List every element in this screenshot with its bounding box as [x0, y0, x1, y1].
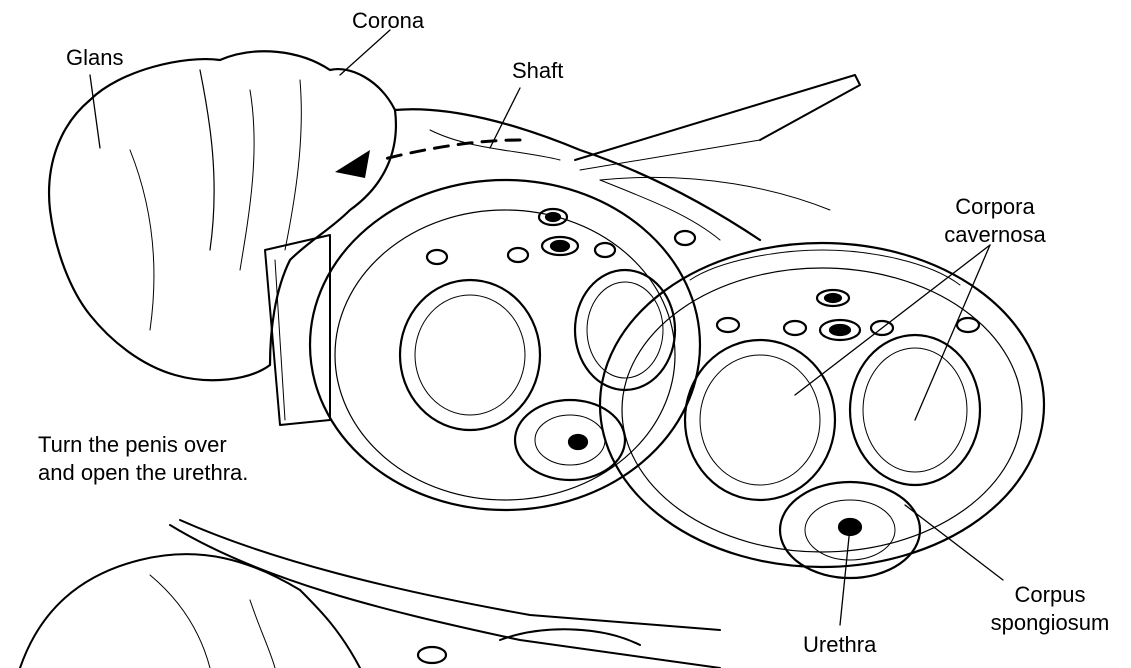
- label-corpus-spongiosum-line1: Corpus: [990, 582, 1110, 608]
- label-corona: Corona: [352, 8, 424, 34]
- scissors-blade: [170, 525, 720, 668]
- leader-corona: [340, 30, 390, 75]
- cross-section-back: [310, 180, 700, 510]
- label-urethra: Urethra: [803, 632, 876, 658]
- turn-arrow: [380, 140, 520, 160]
- leader-glans: [90, 75, 100, 148]
- corpus-cavernosum-left: [685, 340, 835, 500]
- hand-outline: [20, 554, 360, 668]
- corpus-cavernosum-right: [850, 335, 980, 485]
- instruction-line2: and open the urethra.: [38, 460, 248, 486]
- leader-urethra: [840, 527, 850, 625]
- instruction-line1: Turn the penis over: [38, 432, 227, 458]
- label-corpora-cavernosa-line1: Corpora: [940, 194, 1050, 220]
- label-corpus-spongiosum-line2: spongiosum: [990, 610, 1110, 636]
- label-corpora-cavernosa-line2: cavernosa: [940, 222, 1050, 248]
- glans-outline: [49, 51, 396, 380]
- shaft-outline: [395, 109, 760, 240]
- label-shaft: Shaft: [512, 58, 563, 84]
- label-glans: Glans: [66, 45, 123, 71]
